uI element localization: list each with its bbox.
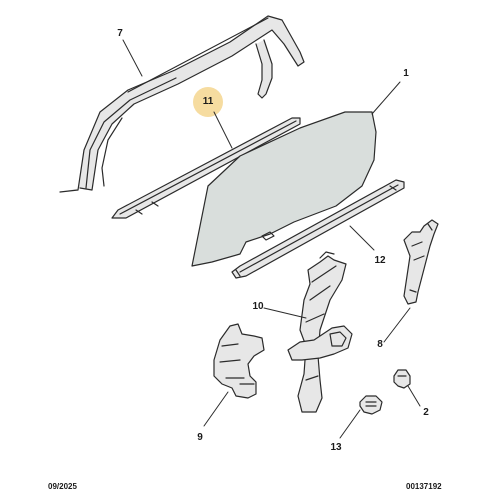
part-1-window-glass bbox=[191, 111, 377, 267]
part-8-guide-rail bbox=[403, 219, 439, 305]
part-10-regulator bbox=[287, 251, 353, 413]
part-2-clip bbox=[393, 369, 411, 389]
callout-10: 10 bbox=[252, 301, 264, 312]
leader-lines bbox=[122, 39, 421, 439]
part-9-bracket bbox=[213, 323, 265, 399]
callout-8: 8 bbox=[377, 339, 383, 350]
part-7-frame-seal bbox=[59, 15, 305, 193]
callout-2: 2 bbox=[423, 407, 429, 418]
callout-12: 12 bbox=[374, 255, 386, 266]
footer-reference: 00137192 bbox=[406, 482, 442, 491]
callout-9: 9 bbox=[197, 432, 203, 443]
part-13-fastener bbox=[359, 395, 383, 415]
callout-1: 1 bbox=[403, 68, 409, 79]
callout-11-highlight bbox=[193, 87, 223, 117]
part-11-belt-strip bbox=[111, 117, 301, 219]
callout-7: 7 bbox=[117, 28, 123, 39]
callout-11: 11 bbox=[202, 96, 214, 107]
part-12-outer-strip bbox=[231, 179, 405, 279]
footer-date: 09/2025 bbox=[48, 482, 77, 491]
callout-13: 13 bbox=[330, 442, 342, 453]
